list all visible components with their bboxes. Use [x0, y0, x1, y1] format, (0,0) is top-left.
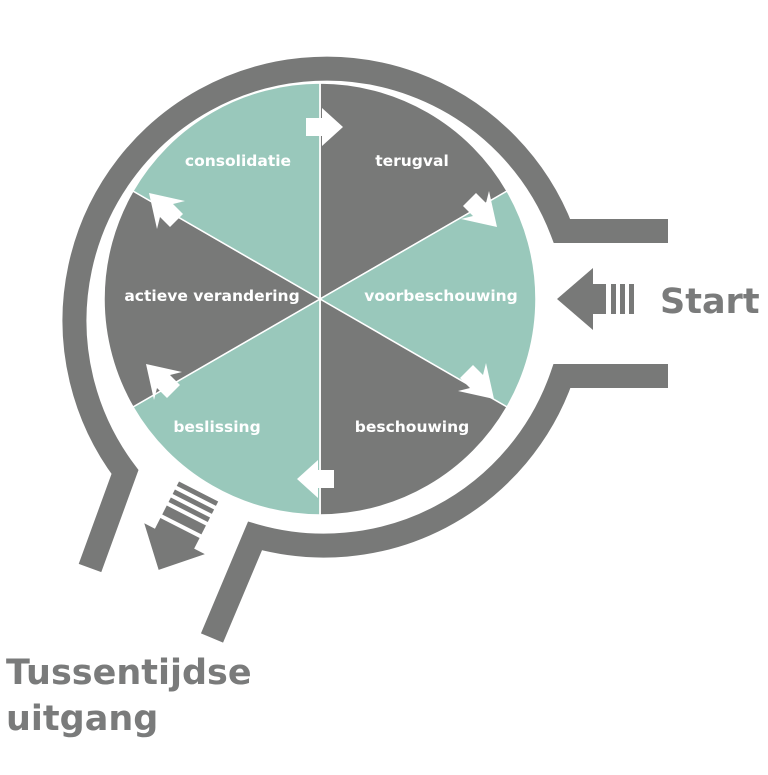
arrow-tail-bar [611, 284, 616, 314]
entry-arrow [557, 268, 634, 330]
stage-label-terugval: terugval [375, 152, 449, 170]
arrow-up-left-icon [149, 193, 185, 229]
arrow-tail-bar [176, 481, 219, 506]
stage-label-voorbeschouwing: voorbeschouwing [364, 287, 518, 305]
wheel-sectors [103, 82, 537, 516]
exit-arrow [144, 481, 219, 570]
stage-label-beslissing: beslissing [173, 418, 260, 436]
sector-voorbeschouwing [318, 189, 537, 409]
exit-label-line-2: uitgang [6, 699, 158, 739]
arrow-up-left-icon [146, 364, 182, 400]
start-label: Start [660, 282, 760, 322]
arrow-tail-bar [168, 497, 211, 522]
arrow-tail-bar [620, 284, 625, 314]
stage-label-consolidatie: consolidatie [185, 152, 291, 170]
stage-labels: terugval voorbeschouwing beschouwing bes… [124, 152, 517, 436]
arrow-left-icon [297, 460, 334, 498]
outer-track [62, 56, 668, 643]
stage-arrows [146, 108, 497, 498]
sector-beschouwing [319, 297, 509, 516]
arrow-left-icon [557, 268, 606, 330]
sector-actieve-verandering [103, 189, 322, 409]
arrow-down-right-icon [458, 363, 494, 399]
sector-terugval [319, 82, 509, 301]
sector-consolidatie [131, 82, 321, 301]
arrow-down-icon [144, 518, 205, 570]
arrow-tail-bar [162, 505, 206, 535]
arrow-right-icon [306, 108, 343, 146]
exit-label-line-1: Tussentijdse [6, 653, 252, 693]
arrow-tail-bar [172, 489, 215, 514]
sector-beslissing [131, 297, 321, 516]
stage-label-beschouwing: beschouwing [355, 418, 470, 436]
arrow-tail-bar [629, 284, 634, 314]
stage-label-actieve-verandering: actieve verandering [124, 287, 299, 305]
arrow-down-right-icon [461, 191, 497, 227]
